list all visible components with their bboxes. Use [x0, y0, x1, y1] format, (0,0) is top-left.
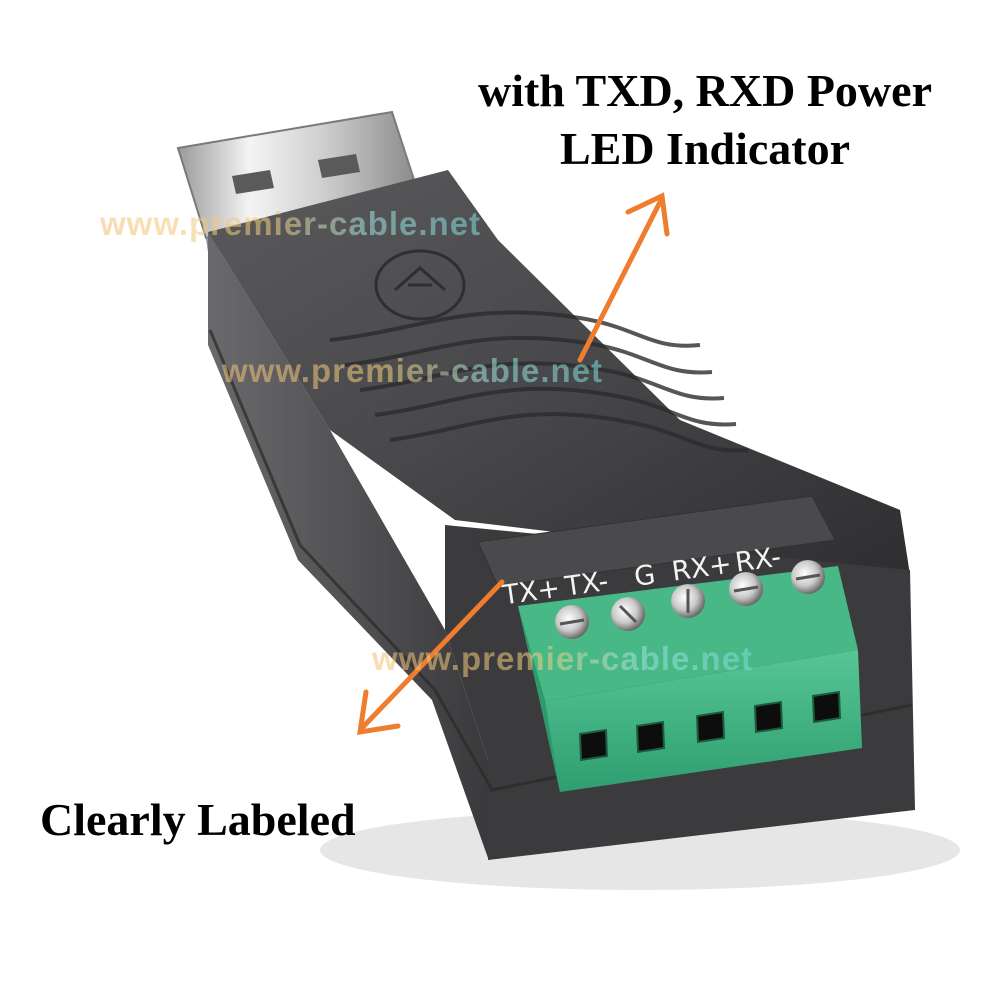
arrow-to-led-indicator	[577, 192, 670, 363]
caption-line-1: with TXD, RXD Power	[477, 65, 932, 116]
screw-icon	[671, 584, 705, 618]
terminal-screws	[555, 560, 825, 639]
led-indicator-caption: with TXD, RXD Power LED Indicator	[420, 62, 990, 178]
watermark-text: www.premier-cable.net	[372, 640, 754, 677]
screw-icon	[611, 597, 645, 631]
label-plate	[477, 495, 836, 587]
clearly-labeled-caption: Clearly Labeled	[40, 794, 356, 845]
screw-icon	[791, 560, 825, 594]
terminal-label-ground: G	[632, 559, 657, 593]
watermark-text: www.premier-cable.net	[222, 352, 604, 389]
grip-ridges	[329, 310, 749, 453]
watermark-text: www.premier-cable.net	[100, 205, 482, 242]
brand-logo-emboss	[374, 249, 466, 321]
terminal-block	[518, 560, 862, 792]
wire-holes	[578, 690, 842, 762]
terminal-label-rx-minus: RX-	[733, 542, 783, 579]
screw-icon	[729, 572, 763, 606]
arrow-to-labels	[357, 579, 505, 736]
screw-icon	[555, 605, 589, 639]
caption-line-2: LED Indicator	[559, 123, 851, 174]
